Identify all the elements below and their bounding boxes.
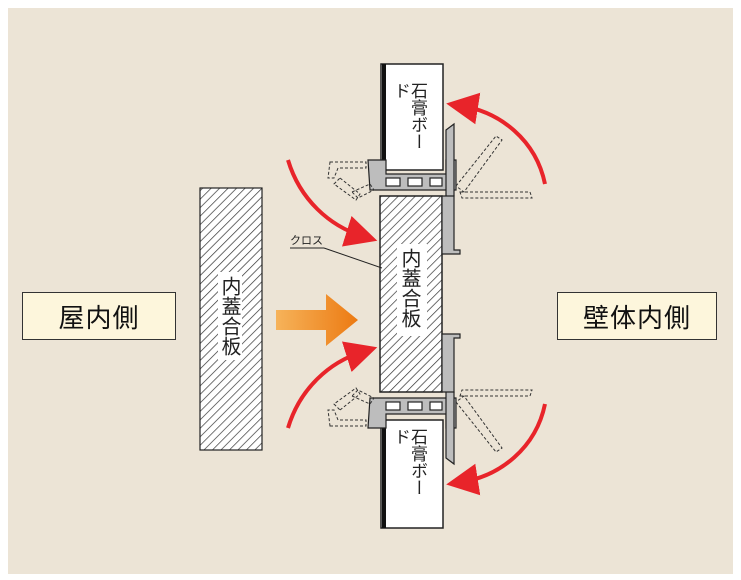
gypsum-board-bottom bbox=[380, 419, 444, 529]
red-curved-arrow-icon bbox=[286, 159, 378, 247]
room-side-label: 屋内側 bbox=[22, 292, 176, 340]
cloth-label: クロス bbox=[290, 234, 323, 247]
frame-profile-top bbox=[367, 122, 461, 255]
red-curved-arrow-icon bbox=[286, 341, 378, 429]
cover-panel-inside-label: 内蓋合板 bbox=[398, 248, 422, 328]
background-panel bbox=[8, 8, 733, 574]
gypsum-board-top-label: 石膏ボード bbox=[390, 82, 427, 150]
red-curved-arrow-icon bbox=[446, 403, 547, 496]
cover-panel-outside-label: 内蓋合板 bbox=[218, 272, 242, 360]
gypsum-board-top bbox=[380, 63, 444, 171]
cover-panel-inside-label-bg bbox=[397, 244, 427, 336]
cloth-leader-line-diag bbox=[323, 247, 383, 269]
latch-dashed-right-bottom bbox=[455, 389, 533, 453]
latch-dashed-left-bottom bbox=[327, 387, 375, 427]
red-curved-arrow-icon bbox=[446, 92, 547, 185]
frame-profile-bottom bbox=[367, 333, 461, 466]
gypsum-board-bottom-label: 石膏ボード bbox=[390, 428, 427, 496]
latch-dashed-right-top bbox=[455, 135, 533, 199]
latch-dashed-left-top bbox=[327, 161, 375, 201]
insert-arrow-icon bbox=[276, 294, 358, 346]
wall-side-label: 壁体内側 bbox=[557, 292, 717, 340]
